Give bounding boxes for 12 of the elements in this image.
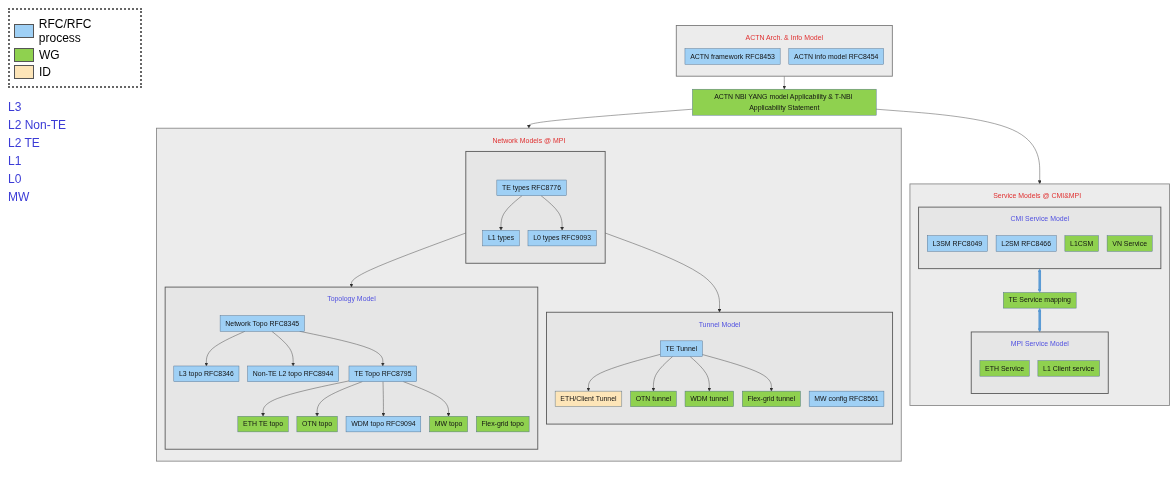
legend-text: ID (39, 65, 51, 79)
layer-label: L2 TE (8, 136, 41, 150)
layer-label: MW (8, 190, 31, 204)
layer-label: L1 (8, 154, 23, 168)
legend-text: WG (39, 48, 60, 62)
layer-label: L2 Non-TE (8, 118, 68, 132)
layer-label: L0 (8, 172, 23, 186)
cluster (465, 150, 606, 264)
arrow (1037, 268, 1042, 293)
layer-label: L3 (8, 100, 23, 114)
arrow (1037, 307, 1042, 332)
legend-text: RFC/RFC process (38, 17, 93, 45)
